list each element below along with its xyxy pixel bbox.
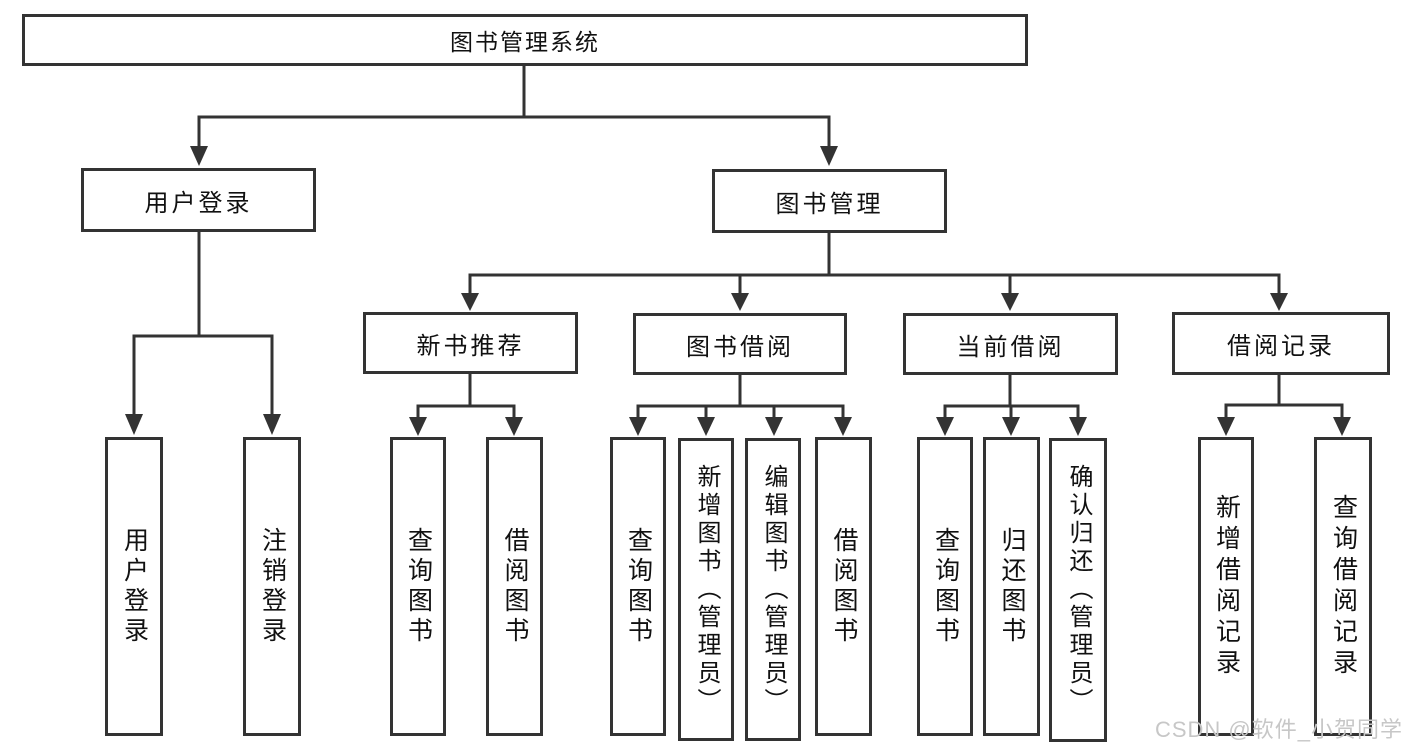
arrowhead-nb-leaf-2 (505, 417, 523, 436)
arrowhead-bb-leaf-3 (765, 417, 783, 436)
leaf-br-add-borrow-record-label: 新增借阅记录 (1212, 493, 1241, 680)
arrowhead-cb-leaf-3 (1069, 417, 1087, 436)
connector-level2-rail (197, 115, 831, 148)
leaf-br-add-borrow-record: 新增借阅记录 (1198, 437, 1254, 736)
arrowheads (125, 146, 1351, 436)
arrowhead-mgmt (820, 146, 838, 166)
leaf-user-login: 用户登录 (105, 437, 163, 736)
node-borrow-records: 借阅记录 (1172, 312, 1390, 375)
leaf-nb-borrow-books-label: 借阅图书 (501, 526, 529, 647)
node-book-management-label: 图书管理 (775, 190, 884, 218)
node-book-management: 图书管理 (712, 169, 947, 233)
arrowhead-bb-leaf-1 (629, 417, 647, 436)
leaf-logout: 注销登录 (243, 437, 301, 736)
arrowhead-leaf-login (125, 414, 143, 435)
node-user-login-label: 用户登录 (144, 189, 253, 217)
leaf-br-query-borrow-record: 查询借阅记录 (1314, 437, 1372, 736)
arrowhead-nb-leaf-1 (409, 417, 427, 436)
node-user-login: 用户登录 (81, 168, 316, 232)
connector-nb-rail (416, 404, 516, 419)
leaf-bb-borrow-books: 借阅图书 (815, 437, 872, 736)
leaf-bb-edit-books-admin-label: 编辑图书（管理员） (760, 463, 787, 716)
leaf-nb-query-books-label: 查询图书 (404, 526, 433, 647)
connector-level3-rail (468, 273, 1281, 295)
connector-bb-rail (636, 404, 845, 419)
arrowhead-bb-leaf-4 (834, 417, 852, 436)
leaf-nb-query-books: 查询图书 (390, 437, 446, 736)
leaf-nb-borrow-books: 借阅图书 (486, 437, 543, 736)
leaf-cb-query-books-label: 查询图书 (931, 526, 960, 647)
node-current-borrow: 当前借阅 (903, 313, 1118, 375)
node-current-borrow-label: 当前借阅 (956, 333, 1065, 361)
node-root-label: 图书管理系统 (450, 29, 600, 55)
leaf-bb-add-books-admin: 新增图书（管理员） (678, 438, 734, 741)
leaf-cb-confirm-return-admin-label: 确认归还（管理员） (1065, 464, 1092, 716)
arrowhead-nb (461, 293, 479, 311)
node-book-borrow: 图书借阅 (633, 313, 847, 375)
leaf-bb-query-books-label: 查询图书 (624, 526, 653, 647)
arrowhead-login (190, 146, 208, 166)
node-new-book-recommend-label: 新书推荐 (416, 332, 525, 360)
connector-br-rail (1224, 403, 1344, 419)
leaf-bb-edit-books-admin: 编辑图书（管理员） (745, 438, 801, 741)
connector-strokes (132, 64, 1344, 419)
leaf-bb-borrow-books-label: 借阅图书 (830, 526, 858, 647)
arrowhead-cb-leaf-1 (936, 417, 954, 436)
arrowhead-leaf-logout (263, 414, 281, 435)
node-new-book-recommend: 新书推荐 (363, 312, 578, 374)
arrowhead-cb (1001, 293, 1019, 311)
leaf-user-login-label: 用户登录 (120, 526, 149, 647)
arrowhead-br-leaf-1 (1217, 417, 1235, 436)
node-root: 图书管理系统 (22, 14, 1028, 66)
leaf-br-query-borrow-record-label: 查询借阅记录 (1329, 493, 1358, 680)
leaf-cb-return-books-label: 归还图书 (998, 526, 1026, 647)
node-borrow-records-label: 借阅记录 (1227, 333, 1335, 360)
leaf-bb-add-books-admin-label: 新增图书（管理员） (693, 463, 720, 716)
connector-login-rail (132, 334, 274, 416)
arrowhead-cb-leaf-2 (1002, 417, 1020, 436)
watermark-text: CSDN @软件_小贺同学 (1154, 717, 1403, 742)
leaf-cb-confirm-return-admin: 确认归还（管理员） (1049, 438, 1107, 742)
arrowhead-br (1270, 293, 1288, 311)
arrowhead-br-leaf-2 (1333, 417, 1351, 436)
leaf-cb-return-books: 归还图书 (983, 437, 1040, 736)
arrowhead-bb (731, 293, 749, 311)
leaf-cb-query-books: 查询图书 (917, 437, 973, 736)
leaf-logout-label: 注销登录 (258, 526, 287, 647)
node-book-borrow-label: 图书借阅 (686, 333, 794, 361)
leaf-bb-query-books: 查询图书 (610, 437, 666, 736)
arrowhead-bb-leaf-2 (697, 417, 715, 436)
